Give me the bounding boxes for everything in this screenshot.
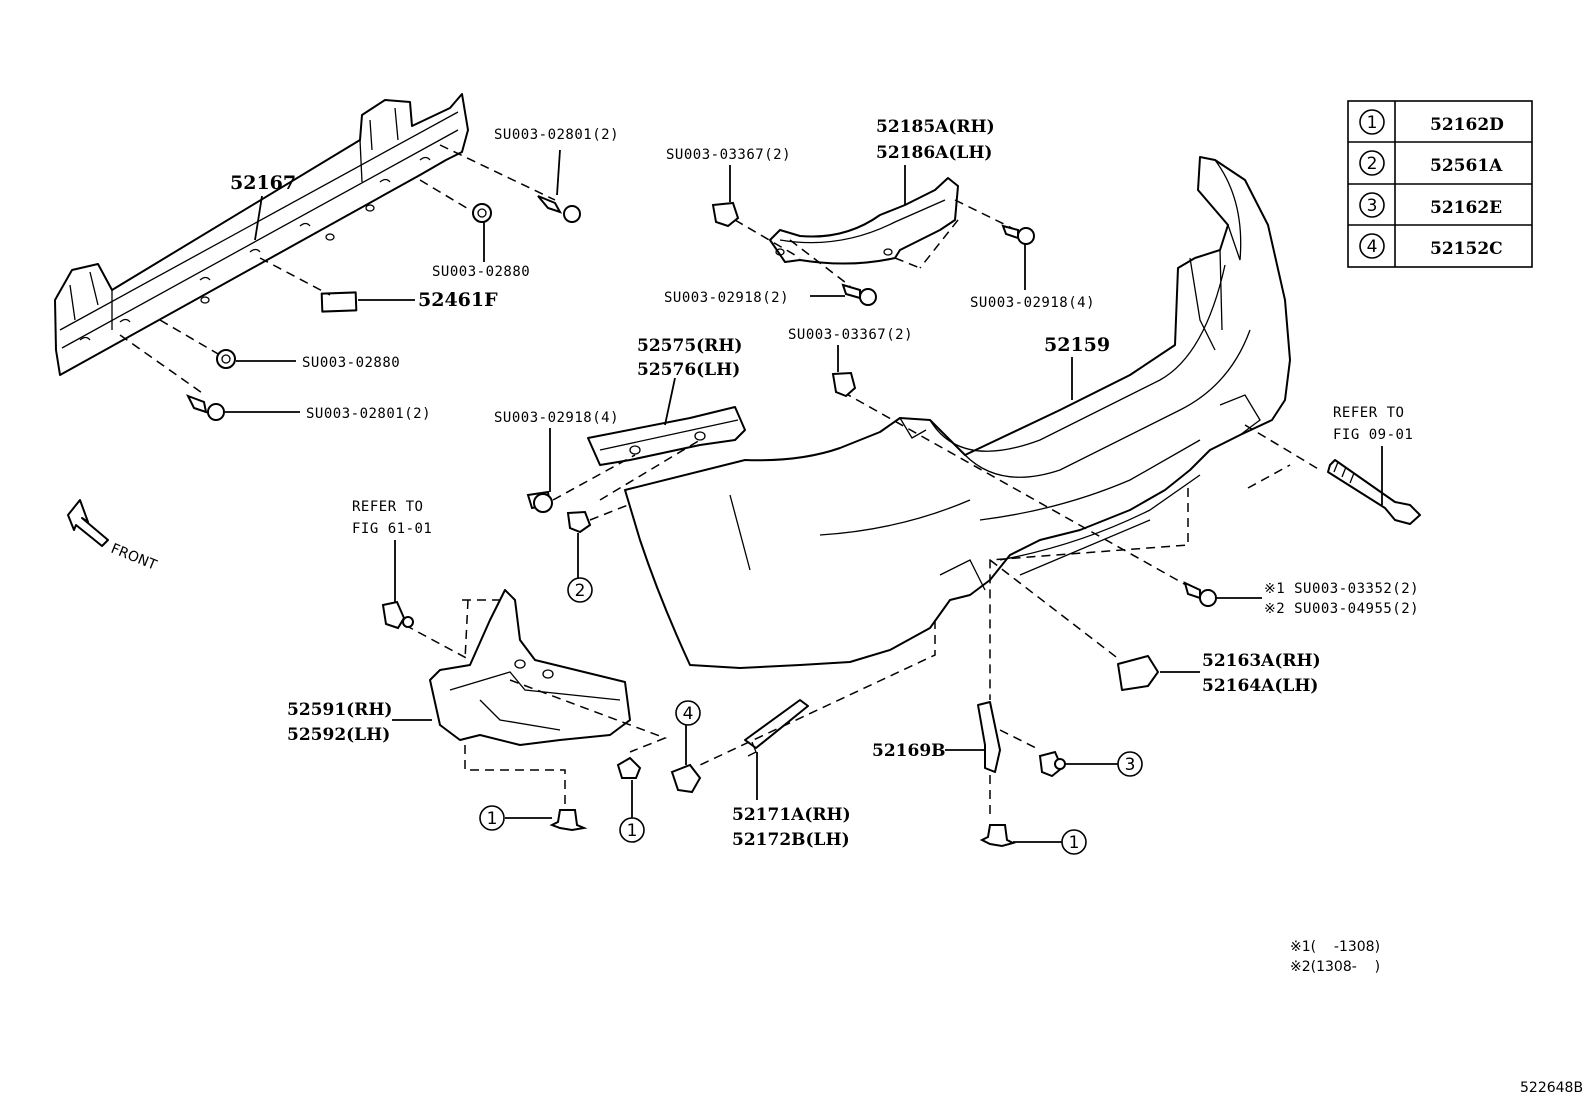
- label-52171A: 52171A(RH): [732, 805, 851, 825]
- bolt-su003-02801-mid: [185, 394, 300, 421]
- front-arrow-icon: FRONT: [67, 499, 160, 574]
- screw-su003-03352-04955: [1183, 581, 1262, 607]
- label-52159: 52159: [1044, 334, 1110, 356]
- label-note1-ref: ※1 SU003-03352(2): [1264, 581, 1419, 597]
- clip-callout-1-middle: [616, 756, 642, 818]
- legend-row-2: 2 52561A: [1359, 150, 1503, 176]
- clip-callout-1-left: [505, 809, 588, 832]
- bracket-52185A-52186A: [769, 165, 959, 265]
- nut-su003-02880-mid: [216, 349, 296, 369]
- bumper-cover-52159: [624, 156, 1291, 669]
- svg-text:1: 1: [487, 809, 498, 829]
- label-52186A: 52186A(LH): [876, 143, 992, 163]
- front-label: FRONT: [109, 541, 160, 574]
- svg-text:1: 1: [1367, 113, 1378, 133]
- label-52591: 52591(RH): [287, 700, 392, 720]
- callout-1-middle: 1: [619, 817, 645, 843]
- svg-text:52162D: 52162D: [1430, 115, 1504, 135]
- callout-3: 3: [1117, 751, 1143, 777]
- nut-su003-02880-top: [472, 203, 492, 262]
- clip-callout-1-right: [979, 824, 1062, 848]
- legend-table: 1 52162D 2 52561A 3 52162E 4 52152C: [1347, 100, 1533, 268]
- label-52167: 52167: [230, 172, 296, 194]
- legend-row-4: 4 52152C: [1359, 233, 1503, 259]
- svg-text:2: 2: [575, 581, 586, 601]
- label-52592: 52592(LH): [287, 725, 390, 745]
- screw-su003-02918-left: [810, 283, 877, 306]
- label-52169B: 52169B: [872, 741, 946, 761]
- label-52461F: 52461F: [418, 289, 498, 311]
- label-su003-02880-top: SU003-02880: [432, 264, 530, 280]
- label-su003-02801-top: SU003-02801(2): [494, 127, 619, 143]
- label-52575: 52575(RH): [637, 336, 742, 356]
- bracket-52575-52576: [587, 377, 746, 466]
- label-su003-03367-top: SU003-03367(2): [666, 147, 791, 163]
- svg-text:52561A: 52561A: [1430, 156, 1503, 176]
- cover-52163A-52164A: [1117, 655, 1200, 691]
- label-refer-09-line2: FIG 09-01: [1333, 427, 1413, 443]
- label-refer-61-line2: FIG 61-01: [352, 521, 432, 537]
- bumper-reinforcement-52167: [54, 93, 469, 376]
- svg-text:3: 3: [1367, 196, 1378, 216]
- clip-callout-2: [566, 504, 629, 578]
- svg-text:4: 4: [683, 704, 694, 724]
- footnote-1: ※1( -1308): [1290, 939, 1380, 955]
- label-note2-ref: ※2 SU003-04955(2): [1264, 601, 1419, 617]
- svg-text:3: 3: [1125, 755, 1136, 775]
- callout-4: 4: [675, 700, 701, 726]
- bracket-52169B: [945, 701, 1001, 773]
- label-52164A: 52164A(LH): [1202, 676, 1318, 696]
- label-su003-02918-bracket: SU003-02918(4): [494, 410, 619, 426]
- pad-52461F: [320, 291, 358, 313]
- label-52576: 52576(LH): [637, 360, 740, 380]
- callout-1-left: 1: [479, 805, 505, 831]
- label-52172B: 52172B(LH): [732, 830, 850, 850]
- figure-id: 522648B: [1520, 1080, 1583, 1096]
- bolt-su003-02801-top: [537, 149, 581, 223]
- svg-text:2: 2: [1367, 154, 1378, 174]
- callout-2: 2: [567, 577, 593, 603]
- label-refer-09-line1: REFER TO: [1333, 405, 1404, 421]
- label-52163A: 52163A(RH): [1202, 651, 1321, 671]
- label-su003-02880-mid: SU003-02880: [302, 355, 400, 371]
- svg-text:1: 1: [627, 821, 638, 841]
- svg-text:52162E: 52162E: [1430, 198, 1502, 218]
- label-refer-61-line1: REFER TO: [352, 499, 423, 515]
- tow-hook-ref-09-01: [1327, 446, 1421, 525]
- clip-callout-3: [1038, 750, 1118, 778]
- legend-row-3: 3 52162E: [1359, 192, 1502, 218]
- clip-callout-4: [670, 724, 702, 794]
- svg-text:1: 1: [1069, 833, 1080, 853]
- svg-text:4: 4: [1367, 237, 1378, 257]
- label-52185A: 52185A(RH): [876, 117, 995, 137]
- label-su003-02801-mid: SU003-02801(2): [306, 406, 431, 422]
- label-su003-02918-left: SU003-02918(2): [664, 290, 789, 306]
- footnote-2: ※2(1308- ): [1290, 959, 1380, 975]
- svg-text:52152C: 52152C: [1430, 239, 1503, 259]
- bracket-52171A-52172B: [744, 699, 809, 800]
- label-su003-03367-mid: SU003-03367(2): [788, 327, 913, 343]
- screw-su003-02918-right: [1001, 224, 1035, 290]
- clip-ref-61-01: [381, 540, 414, 630]
- label-su003-02918-right: SU003-02918(4): [970, 295, 1095, 311]
- screw-su003-02918-bracket: [526, 428, 553, 513]
- legend-row-1: 1 52162D: [1359, 109, 1504, 135]
- bracket-52591-52592: [392, 589, 631, 746]
- clip-su003-03367-mid: [831, 345, 857, 398]
- callout-1-right: 1: [1061, 829, 1087, 855]
- clip-su003-03367-top: [711, 165, 740, 228]
